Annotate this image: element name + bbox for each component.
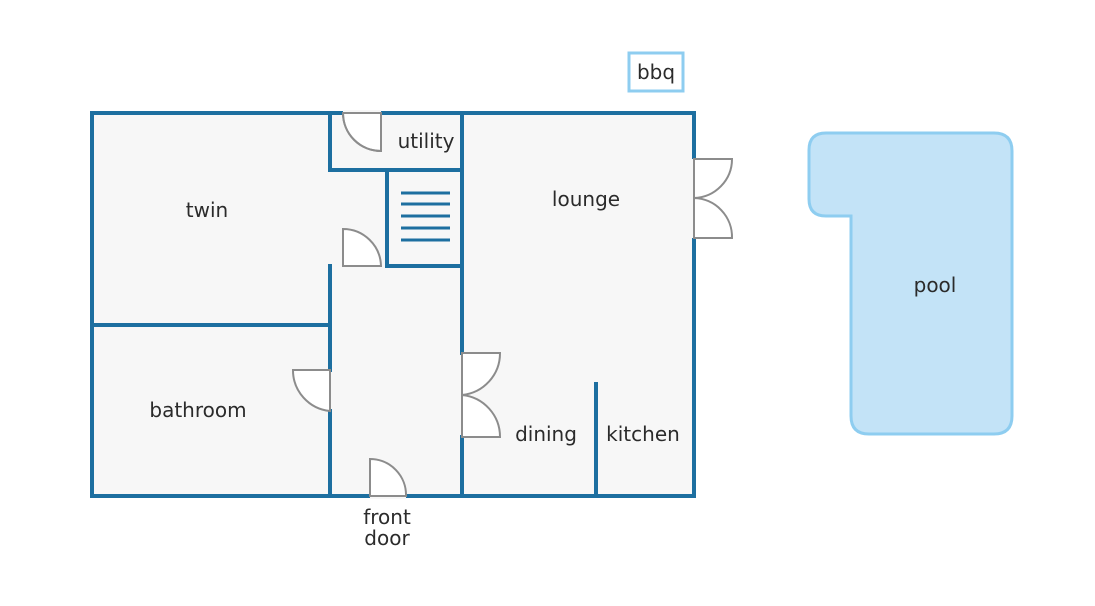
front-door-label-line1: front	[363, 505, 411, 529]
door-twin	[342, 227, 383, 267]
front-door-label-line2: door	[364, 526, 410, 550]
front-door	[369, 457, 408, 497]
room-label-dining: dining	[515, 422, 577, 446]
door-dining-double	[461, 352, 502, 438]
pool-shape	[807, 131, 1014, 436]
bbq-label: bbq	[637, 60, 675, 84]
bbq-box	[627, 51, 685, 93]
room-label-utility: utility	[398, 129, 455, 153]
floor-area	[92, 113, 694, 496]
room-label-twin: twin	[186, 198, 228, 222]
room-label-kitchen: kitchen	[606, 422, 680, 446]
room-label-lounge: lounge	[552, 187, 620, 211]
staircase	[401, 191, 450, 242]
room-label-bathroom: bathroom	[149, 398, 246, 422]
door-patio-double	[693, 158, 734, 239]
door-utility	[341, 112, 382, 153]
interior-walls	[90, 111, 598, 498]
pool-label: pool	[914, 273, 957, 297]
door-bathroom	[291, 369, 331, 413]
